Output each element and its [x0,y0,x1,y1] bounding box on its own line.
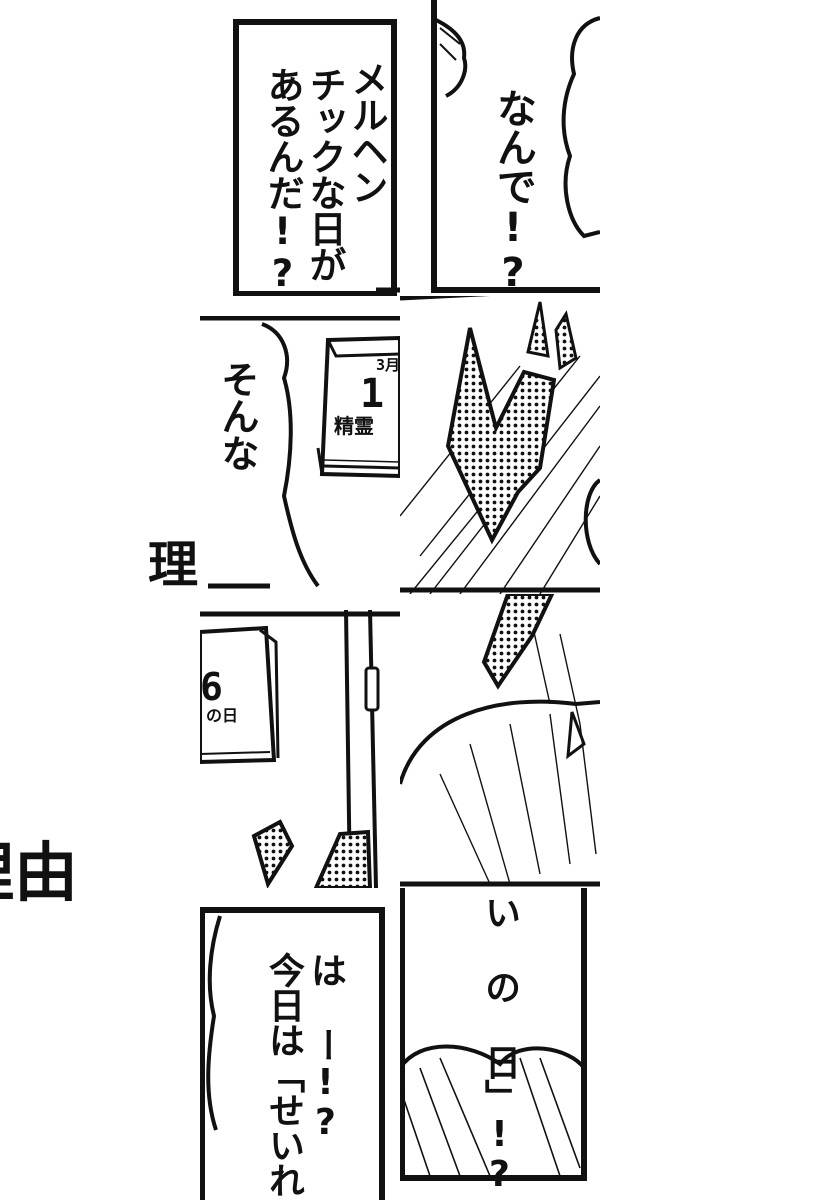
panel-1-right: なんで!? [400,0,600,296]
panel-2-right [400,296,600,594]
wall-calendar-art [316,335,400,479]
speech-bubble-1-col-3: あるんだ!? [261,66,304,294]
panel-4-left: は ー!? 今日は「せいれ [200,904,400,1200]
speech-bubble-3: そんな [215,360,260,471]
calendar-day: 1 [360,371,385,417]
panel-3-right-art [400,594,600,887]
panel-3-right [400,594,600,888]
speech-bubble-1-col-1: メルヘン [345,60,388,204]
panel-2-right-art [400,296,600,594]
calendar-month: 3月 [376,356,400,374]
calendar-lower-caption: の日 [206,706,239,725]
panel-3-left-art [200,610,400,888]
panel-2-left-art [200,316,400,589]
panel-4-right-art [400,888,587,1181]
margin-glyph-top: 理 [148,536,198,594]
speech-bubble-5: い の 日」!? [479,894,520,1194]
panel-1-left-art [233,19,400,296]
calendar-lower-day: 6 [200,665,223,709]
speech-bubble-4-col-1: は ー!? [305,952,346,1142]
panel-1-left: メルヘン チックな日が あるんだ!? [200,0,400,296]
speech-bubble-2: なんで!? [490,88,536,295]
speech-bubble-4-col-2: 今日は「せいれ [263,952,304,1197]
wall-calendar-lower-art [200,625,280,765]
panel-1-right-art [431,0,600,293]
margin-glyph-bottom: 理由 [0,837,78,911]
panel-2-left: 3月 1 精霊 そんな [200,316,400,594]
panel-4-right: い の 日」!? [400,888,600,1200]
panel-3-left: 6 の日 [200,610,400,888]
calendar-caption: 精霊 [334,414,374,438]
speech-bubble-1-col-2: チックな日が [303,66,346,282]
panel-4-left-art [200,907,385,1200]
